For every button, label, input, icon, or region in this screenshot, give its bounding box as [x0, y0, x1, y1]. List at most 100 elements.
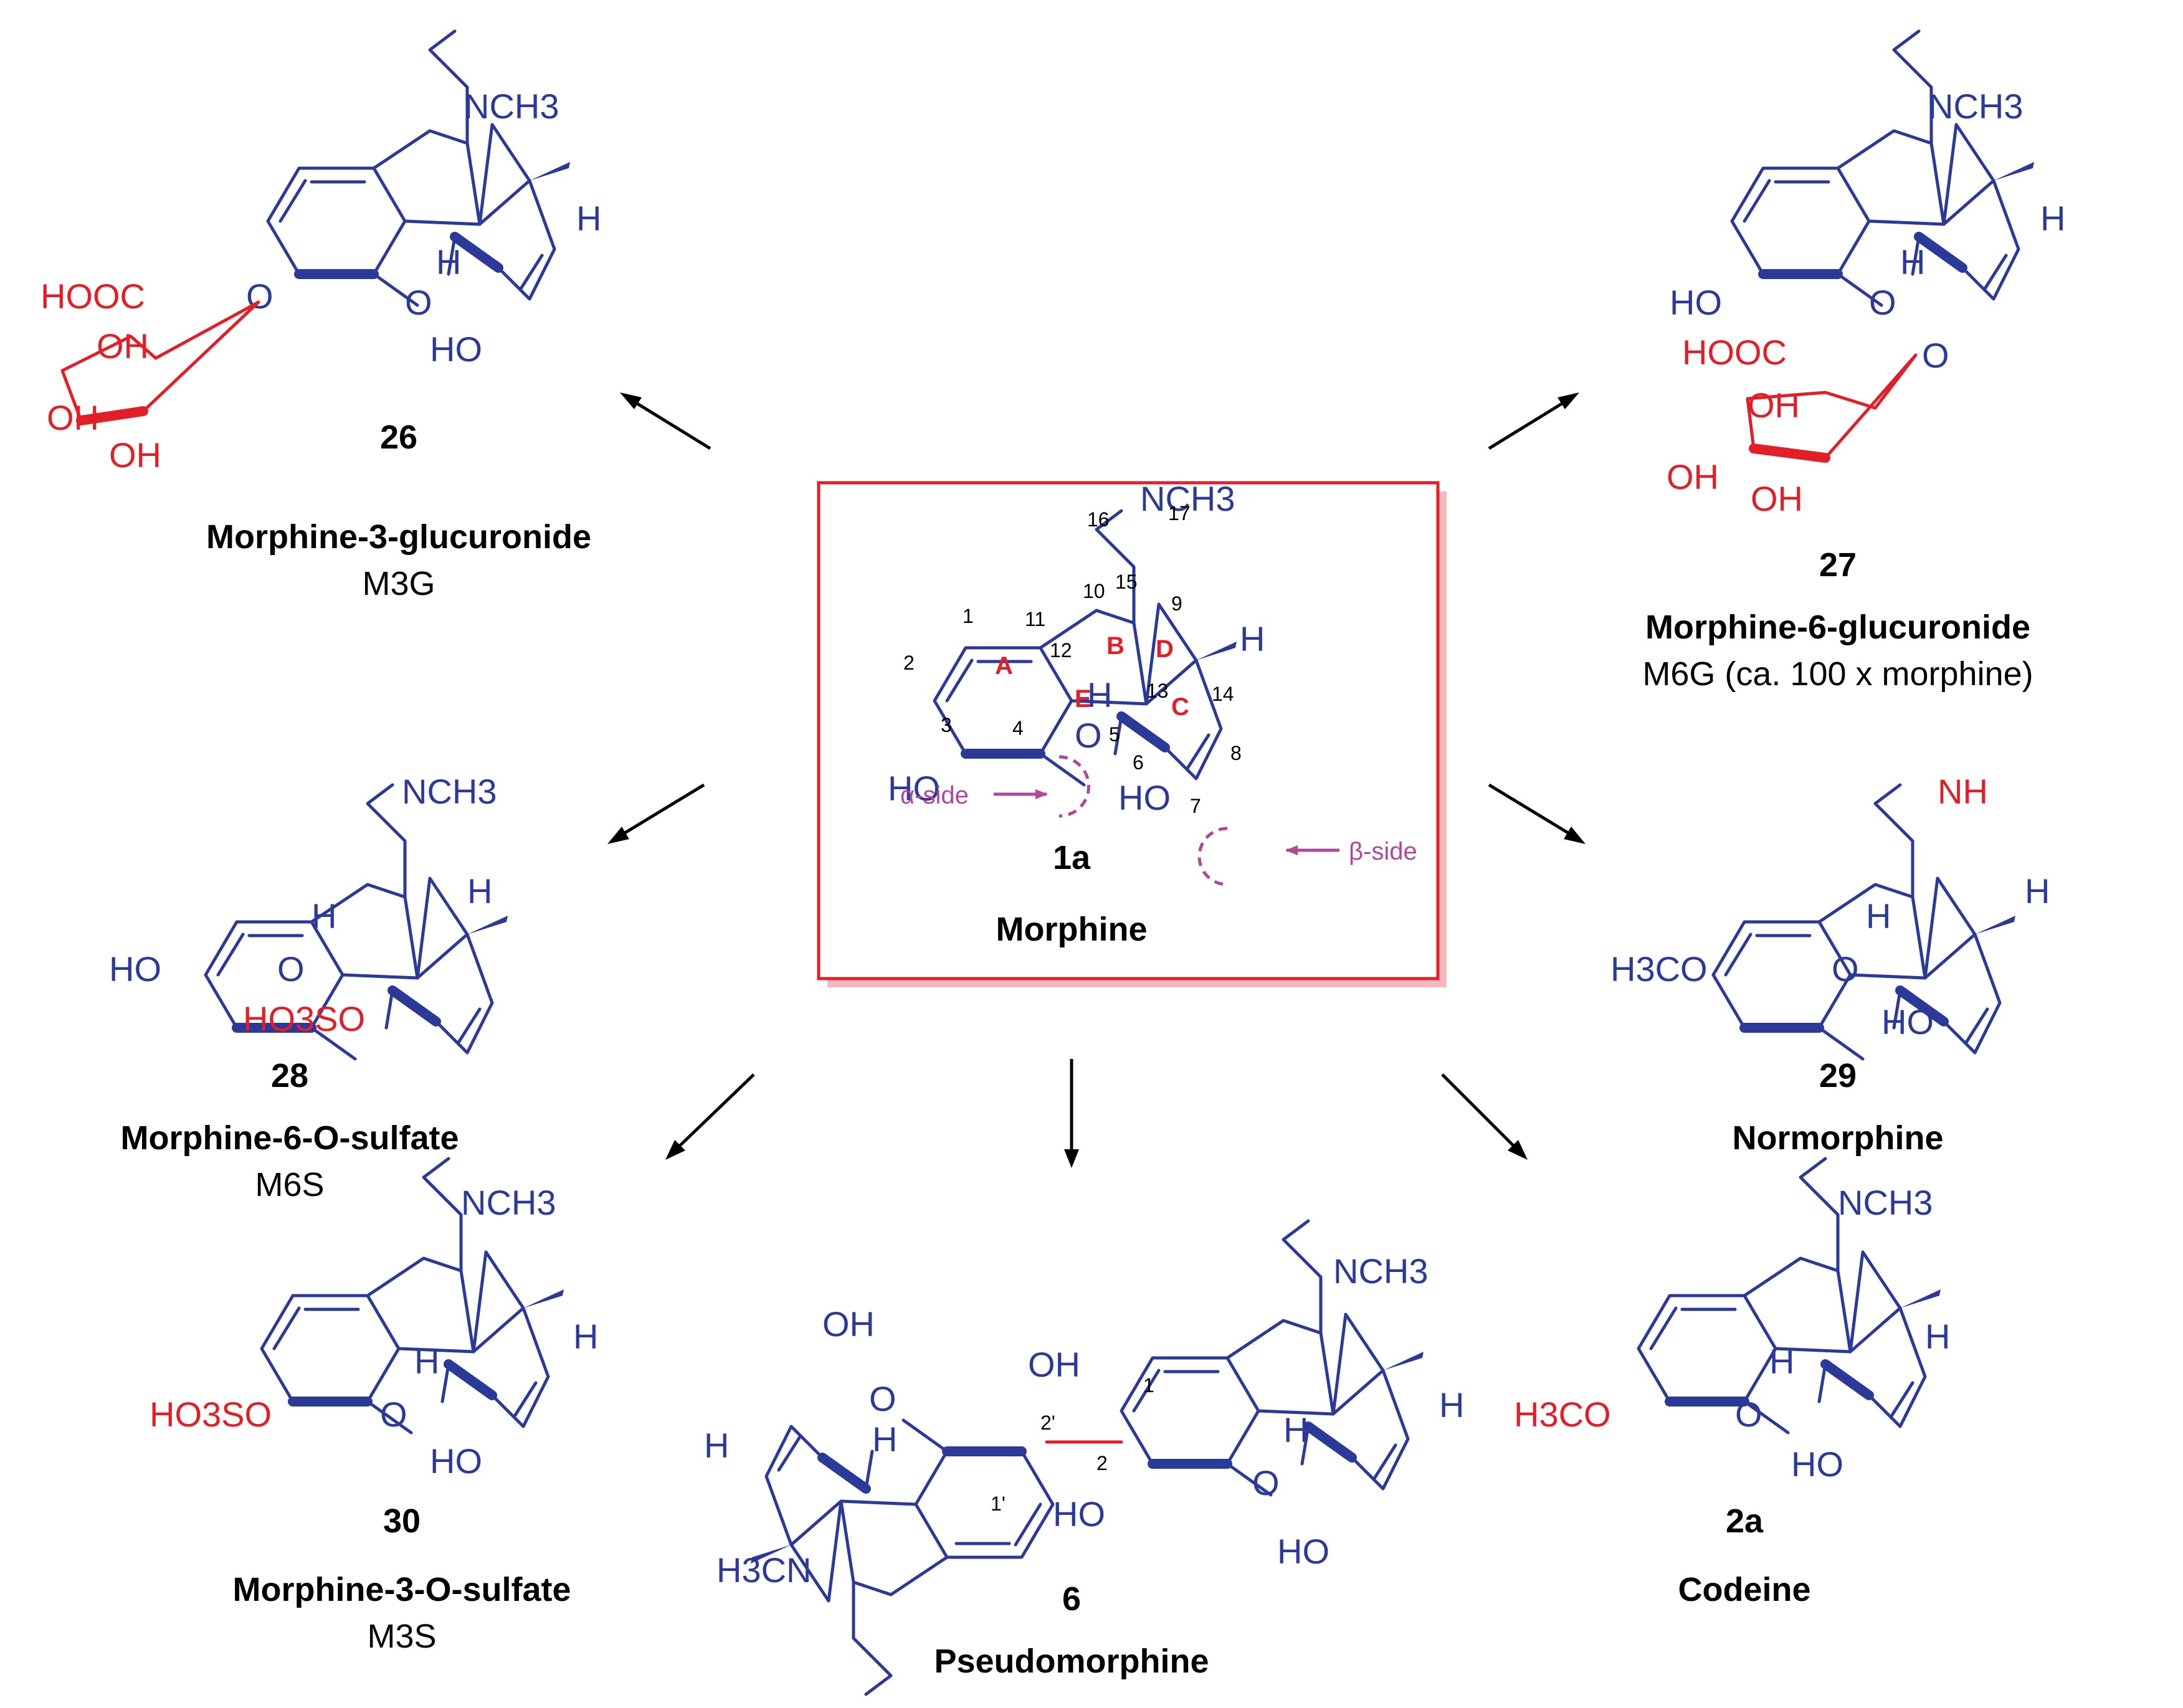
atom-number-1: 1 [1143, 1374, 1154, 1397]
compound-name-morphine: Morphine [996, 911, 1148, 948]
structure-29: NH O H H H3CO HO [1610, 772, 2050, 1059]
h5-label: H [436, 242, 461, 282]
beta-side-label: β-side [1349, 838, 1417, 865]
nh-label: NH [1938, 772, 1988, 811]
structure-26: NCH3 O H H HO O HOOC OH OH OH [40, 31, 601, 475]
oh-label-b: OH [47, 398, 99, 437]
ether-o-label: O [1869, 283, 1896, 322]
ring-label-d: D [1156, 635, 1174, 663]
atom-number-2-prime: 2' [1040, 1411, 1055, 1434]
arrowhead-to-29 [1564, 827, 1586, 844]
alpha-side-label: α-side [900, 782, 969, 809]
h14-label: H [576, 199, 601, 238]
h14-label-left: H [704, 1426, 729, 1465]
compound-abbr-26: M3G [362, 565, 435, 602]
ring-label-b: B [1106, 632, 1125, 660]
compound-id-28: 28 [271, 1057, 308, 1094]
compound-name-2a: Codeine [1678, 1571, 1810, 1608]
oh-label-c: OH [109, 435, 161, 475]
nch3-label: NCH3 [402, 772, 497, 811]
atom-number-5: 5 [1109, 723, 1120, 746]
ether-oxygen-label: O [1075, 716, 1102, 755]
h14-label: H [2040, 199, 2065, 238]
ether-o-label: O [1832, 949, 1859, 989]
h14-label: H [573, 1317, 598, 1356]
hooc-label: HOOC [1682, 333, 1787, 372]
ho6-label: HO [430, 1441, 482, 1481]
arrowhead-to-27 [1558, 392, 1579, 409]
h14-label: H [1925, 1317, 1950, 1356]
ho6-label: HO [1881, 1002, 1934, 1041]
oh-label-b: OH [1667, 457, 1719, 496]
h5-label-left: H [872, 1420, 897, 1459]
h14-label-right: H [1439, 1385, 1464, 1425]
arrow-to-2a [1441, 1073, 1521, 1154]
ho3-label: HO [1670, 283, 1722, 322]
h5-label: H [312, 896, 336, 936]
atom-number-2: 2 [903, 652, 915, 674]
arrow-to-29 [1488, 783, 1577, 840]
ho6-label-right: HO [1277, 1532, 1329, 1571]
atom-number-2: 2 [1096, 1452, 1108, 1474]
h5-label-right: H [1283, 1410, 1308, 1449]
ring-label-e: E [1075, 685, 1092, 713]
structure-2a: NCH3 O H H H3CO HO [1514, 1159, 1950, 1484]
compound-name-6: Pseudomorphine [934, 1643, 1209, 1680]
ether-o-label: O [405, 283, 432, 322]
atom-number-15: 15 [1115, 571, 1138, 593]
atom-number-1: 1 [963, 605, 974, 627]
h5-label: H [414, 1342, 439, 1381]
ether-o-label-left: O [869, 1379, 897, 1418]
ho3-label: HO [109, 949, 161, 989]
h5-label: H [1769, 1342, 1794, 1381]
oh-label-left-a: OH [822, 1304, 875, 1344]
ether-o-label: O [380, 1395, 407, 1434]
compound-id-6: 6 [1062, 1580, 1081, 1618]
nch3-label: NCH3 [464, 87, 559, 126]
compound-abbr-27: M6G (ca. 100 x morphine) [1642, 655, 2033, 693]
atom-number-10: 10 [1083, 580, 1105, 602]
atom-number-8: 8 [1230, 742, 1242, 764]
arrowhead-to-26 [620, 392, 642, 409]
ether-o-label: O [1735, 1395, 1762, 1434]
atom-number-14: 14 [1212, 683, 1234, 705]
ho3-label-right: HO [1053, 1494, 1105, 1534]
hooc-label: HOOC [40, 277, 145, 316]
compound-name-28: Morphine-6-O-sulfate [120, 1119, 459, 1157]
h3co-label: H3CO [1610, 949, 1708, 989]
arrowhead-to-6 [1064, 1149, 1079, 1168]
h5-label: H [1087, 675, 1112, 714]
ho3so-label: HO3SO [150, 1395, 272, 1434]
compound-name-26: Morphine-3-glucuronide [206, 518, 591, 556]
ring-label-c: C [1171, 693, 1189, 721]
nch3-label-right: NCH3 [1333, 1251, 1428, 1291]
arrow-to-28 [616, 783, 705, 840]
atom-number-1-prime: 1' [991, 1492, 1006, 1515]
atom-number-12: 12 [1050, 639, 1072, 662]
atom-number-16: 16 [1087, 508, 1110, 531]
compound-id-30: 30 [383, 1502, 421, 1540]
compound-id-1a: 1a [1053, 839, 1091, 876]
glucuronide-o-label: O [1922, 336, 1949, 375]
oh-label-c: OH [1751, 479, 1803, 518]
arrowhead-to-28 [607, 827, 629, 844]
atom-number-13: 13 [1146, 680, 1169, 702]
nch3-label: NCH3 [1838, 1183, 1933, 1222]
compound-name-27: Morphine-6-glucuronide [1645, 609, 2030, 646]
compound-abbr-30: M3S [367, 1618, 436, 1655]
ho3so-label: HO3SO [243, 999, 365, 1038]
arrow-to-30 [672, 1073, 755, 1154]
atom-number-3: 3 [941, 714, 952, 736]
h14-label: H [1240, 619, 1265, 658]
h14-label: H [2025, 871, 2050, 911]
oh-label-a: OH [1748, 386, 1800, 425]
compound-id-27: 27 [1819, 546, 1857, 584]
h3co-label: H3CO [1514, 1395, 1611, 1434]
structure-28: NCH3 O H H HO HO3SO [109, 772, 508, 1059]
arrowhead-to-30 [665, 1140, 685, 1160]
compound-abbr-28: M6S [255, 1166, 324, 1203]
reaction-arrows [607, 392, 1586, 1168]
nch3-label: NCH3 [1928, 87, 2023, 126]
ether-o-label: O [277, 949, 305, 989]
